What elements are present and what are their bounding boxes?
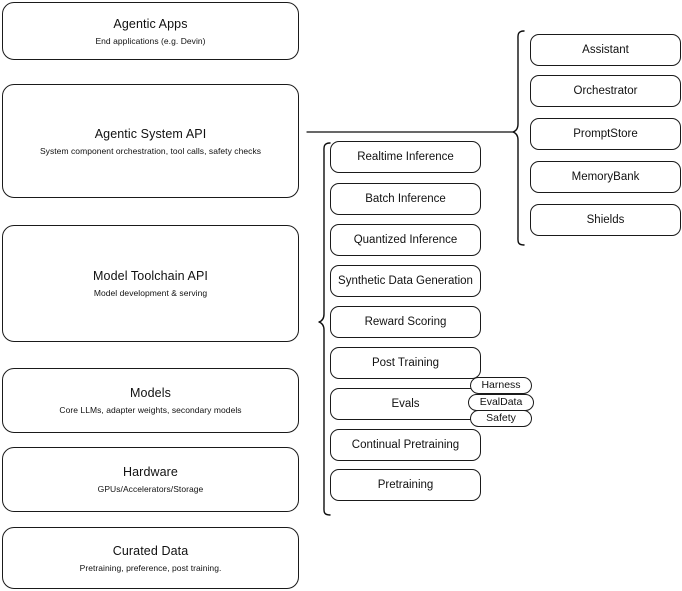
brace-model-toolchain-components <box>318 142 331 516</box>
component-label: Orchestrator <box>573 85 638 97</box>
badge-label: Safety <box>486 412 516 424</box>
layer-card-models[interactable]: Models Core LLMs, adapter weights, secon… <box>2 368 299 433</box>
badge-label: EvalData <box>479 396 523 408</box>
layer-subtitle: Pretraining, preference, post training. <box>79 562 222 573</box>
component-shields[interactable]: Shields <box>530 204 681 236</box>
component-label: Batch Inference <box>365 193 446 205</box>
brace-agentic-system-components <box>512 30 525 246</box>
component-assistant[interactable]: Assistant <box>530 34 681 66</box>
component-continual-pretraining[interactable]: Continual Pretraining <box>330 429 481 461</box>
layer-subtitle: Core LLMs, adapter weights, secondary mo… <box>59 405 242 415</box>
component-orchestrator[interactable]: Orchestrator <box>530 75 681 107</box>
component-label: Pretraining <box>377 479 434 491</box>
layer-title: Agentic System API <box>94 126 207 141</box>
component-memorybank[interactable]: MemoryBank <box>530 161 681 193</box>
component-label: Quantized Inference <box>353 234 458 246</box>
component-evals[interactable]: Evals <box>330 388 481 420</box>
component-post-training[interactable]: Post Training <box>330 347 481 379</box>
layer-title: Model Toolchain API <box>93 269 208 283</box>
component-label: Evals <box>391 398 420 410</box>
layer-title: Curated Data <box>112 543 189 558</box>
component-label: Post Training <box>371 357 440 369</box>
badge-evaldata[interactable]: EvalData <box>468 394 534 411</box>
layer-title: Hardware <box>123 465 178 479</box>
component-quantized-inference[interactable]: Quantized Inference <box>330 224 481 256</box>
layer-title: Models <box>130 386 171 400</box>
component-synthetic-data-generation[interactable]: Synthetic Data Generation <box>330 265 481 297</box>
layer-subtitle: System component orchestration, tool cal… <box>39 145 262 156</box>
component-label: Synthetic Data Generation <box>338 275 473 287</box>
layer-card-model-toolchain-api[interactable]: Model Toolchain API Model development & … <box>2 225 299 342</box>
component-label: MemoryBank <box>571 171 640 183</box>
component-promptstore[interactable]: PromptStore <box>530 118 681 150</box>
component-label: Shields <box>586 214 625 226</box>
badge-label: Harness <box>481 379 521 391</box>
component-label: Assistant <box>582 44 629 56</box>
layer-subtitle: GPUs/Accelerators/Storage <box>97 484 204 494</box>
component-reward-scoring[interactable]: Reward Scoring <box>330 306 481 338</box>
layer-subtitle: Model development & serving <box>93 288 208 298</box>
layer-card-hardware[interactable]: Hardware GPUs/Accelerators/Storage <box>2 447 299 512</box>
component-realtime-inference[interactable]: Realtime Inference <box>330 141 481 173</box>
component-label: PromptStore <box>573 128 638 140</box>
component-pretraining[interactable]: Pretraining <box>330 469 481 501</box>
badge-safety[interactable]: Safety <box>470 410 532 427</box>
badge-harness[interactable]: Harness <box>470 377 532 394</box>
component-label: Continual Pretraining <box>351 439 460 451</box>
layer-subtitle: End applications (e.g. Devin) <box>95 35 206 46</box>
component-label: Reward Scoring <box>364 316 447 328</box>
layer-title: Agentic Apps <box>113 16 188 31</box>
layer-card-agentic-apps[interactable]: Agentic Apps End applications (e.g. Devi… <box>2 2 299 60</box>
component-label: Realtime Inference <box>357 151 454 163</box>
component-batch-inference[interactable]: Batch Inference <box>330 183 481 215</box>
layer-card-agentic-system-api[interactable]: Agentic System API System component orch… <box>2 84 299 198</box>
layer-card-curated-data[interactable]: Curated Data Pretraining, preference, po… <box>2 527 299 589</box>
